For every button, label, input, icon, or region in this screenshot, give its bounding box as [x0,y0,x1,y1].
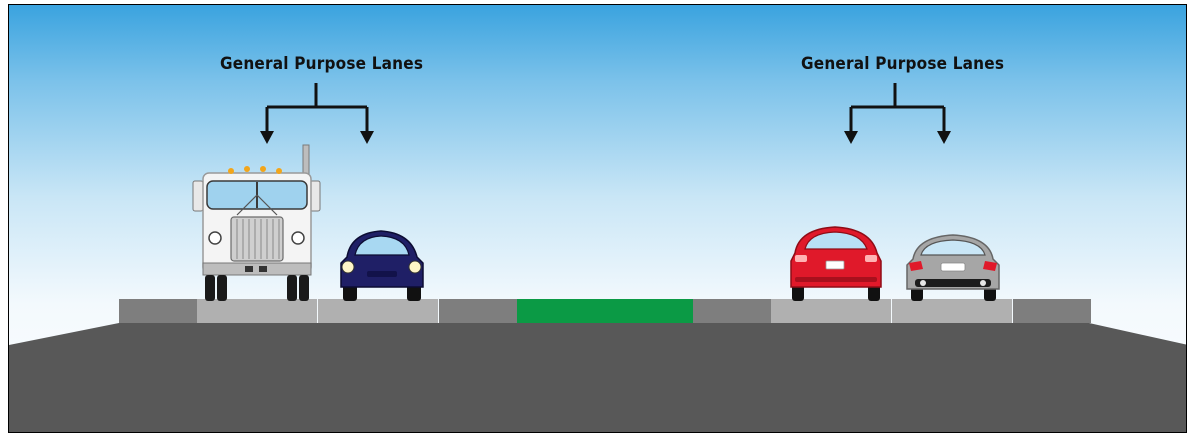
road-surface [9,323,1187,433]
lane-right-2 [892,299,1012,323]
lane-left-2 [318,299,438,323]
roadway-scene [9,5,1187,433]
lane-right-1 [771,299,891,323]
red-car-icon [791,227,881,301]
silver-car-icon [907,235,999,301]
blue-car-icon [341,231,423,301]
left-lanes-label: General Purpose Lanes [220,54,423,74]
right-lane-bracket [851,83,944,133]
arrow-down-icon [360,131,374,144]
pavement-strip [119,299,1091,323]
diagram-frame: General Purpose Lanes General Purpose La… [8,4,1187,433]
arrow-down-icon [260,131,274,144]
lane-left-1 [197,299,317,323]
semi-truck-icon [193,145,320,301]
shoulder-right-inner [693,299,771,323]
right-lanes-label: General Purpose Lanes [801,54,1004,74]
median-strip [517,299,693,323]
shoulder-left-inner [439,299,517,323]
arrow-down-icon [844,131,858,144]
left-lane-bracket [267,83,367,133]
arrow-down-icon [937,131,951,144]
shoulder-left [119,299,197,323]
shoulder-right [1013,299,1091,323]
